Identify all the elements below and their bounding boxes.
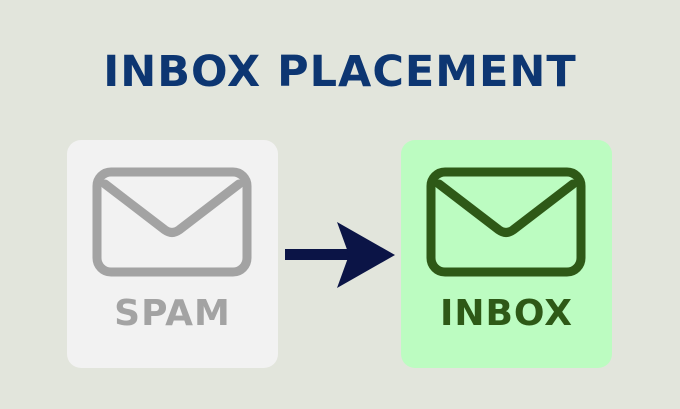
envelope-icon [92,167,252,277]
page-title: INBOX PLACEMENT [103,47,577,97]
spam-label: SPAM [114,293,231,334]
inbox-card: INBOX [401,140,612,368]
inbox-label: INBOX [439,293,574,334]
spam-card: SPAM [67,140,278,368]
arrow-right-icon [285,222,395,288]
envelope-icon [426,167,586,277]
